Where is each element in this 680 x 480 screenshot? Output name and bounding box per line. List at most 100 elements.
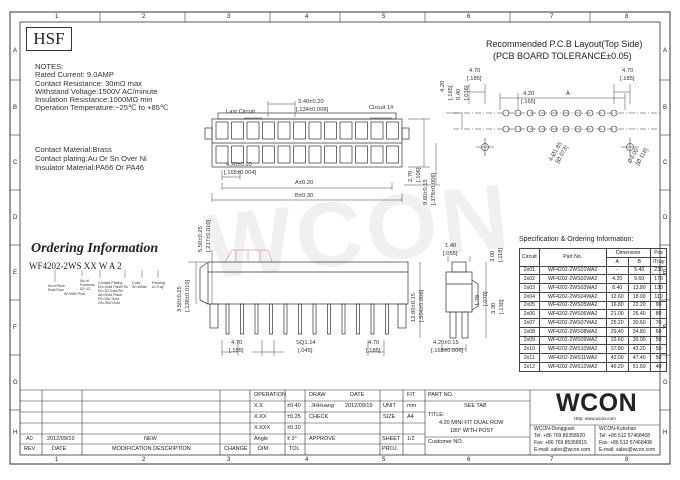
rev-date-header: DATE (52, 446, 67, 452)
pcb-hole (562, 125, 570, 133)
connector-cell (215, 121, 229, 140)
tb-tol-value: ±0.40 (287, 403, 301, 409)
connector-pin (327, 303, 331, 335)
connector-pin (283, 303, 288, 335)
spec-cell: 25.20 (605, 318, 629, 328)
connector-cell (339, 145, 353, 164)
connector-cell (277, 121, 291, 140)
spec-cell: 2x03 (519, 283, 540, 293)
side-dim: 12.80±0.15 (411, 293, 417, 322)
spec-cell: WF4202-2WS05WA2 (538, 300, 607, 311)
spec-header: Circuit (519, 248, 540, 267)
side-dim: [.138±0.010] (185, 279, 191, 312)
spec-cell: 26.40 (627, 309, 651, 319)
spec-cell: 2x10 (519, 344, 540, 354)
connector-pin (341, 303, 346, 335)
note-line: Operation Temperature:−25℃ to +85℃ (35, 103, 169, 113)
side-dim: 3.30 (491, 302, 497, 314)
border-row-label: A (663, 48, 668, 54)
pcb-hole (610, 125, 618, 133)
spec-cell: 2x08 (519, 326, 540, 337)
spec-cell: 46.20 (605, 361, 629, 372)
connector-pin (225, 303, 230, 335)
note-line: Contact Resistance: 30mΩ max (35, 78, 142, 88)
spec-cell: 50 (649, 353, 668, 363)
border-col-label: 4 (305, 14, 309, 20)
connector-cell (246, 145, 260, 164)
spec-cell: WF4202-2WS02WA2 (538, 274, 607, 284)
border-row-label: B (663, 105, 668, 111)
connector-cell (324, 145, 337, 164)
spec-cell: 34.80 (627, 326, 651, 337)
tb-dim: DIM (258, 446, 269, 452)
tb-tol-value: ±0.25 (287, 414, 301, 420)
spec-cell: WF4202-2WS08WA2 (538, 326, 607, 337)
side-dim: 4.20±0.15 (433, 340, 459, 346)
spec-cell: 5.40 (627, 265, 651, 276)
pcb-hole (550, 125, 558, 133)
tb-sheet: SHEET (382, 436, 401, 442)
tb-tol: TOL (289, 446, 300, 452)
ordering-title: Ordering Information (31, 241, 159, 256)
spec-subheader: /Tray (649, 256, 668, 267)
spec-cell: 2x07 (519, 318, 540, 328)
rev-date: 2012/09/19 (47, 436, 75, 442)
company-mail: E-mail: sales@wcon.com (534, 447, 591, 453)
company-logo: WCON (556, 389, 638, 417)
side-dim: [.070] (483, 291, 489, 306)
tb-part-value: SEE TAB (464, 403, 487, 409)
front-dim: [.378±0.006] (431, 172, 437, 205)
rev-mod-header: MODIFICATION DESCRIPTION (112, 446, 191, 452)
tb-title-label: TITLE: (428, 412, 445, 418)
connector-cell (370, 121, 384, 140)
border-row-label: E (13, 270, 18, 276)
border-row-label: A (13, 48, 18, 54)
rev-desc: NEW (144, 436, 157, 442)
border-row-label: G (663, 380, 668, 386)
border-col-label: 5 (382, 14, 386, 20)
tb-draw: DRAW (309, 392, 326, 398)
connector-cell (355, 121, 368, 140)
spec-cell: WF4202-2WS06WA2 (538, 309, 607, 319)
title-block-lines (20, 389, 660, 455)
spec-cell: 50 (649, 344, 668, 354)
front-dim: [.165±0.004] (224, 170, 257, 176)
side-dim: [.217±0.010] (206, 219, 212, 252)
side-dim: [.130] (499, 299, 505, 314)
connector-pin (240, 303, 244, 335)
tb-tol-label: Angle (254, 436, 269, 442)
note-line: Insulation Resistance:1000MΩ min (35, 95, 153, 105)
pcb-dim: 4.70 (622, 68, 634, 74)
border-col-label: 8 (625, 14, 629, 20)
spec-header: Dimension (605, 248, 651, 258)
spec-cell: 51.60 (627, 361, 651, 372)
rev-value: A0 (26, 436, 33, 442)
border-col-label: 2 (142, 14, 146, 20)
side-dim: 4.70 (231, 340, 243, 346)
side-dim: 3.00 (490, 250, 496, 262)
border-row-label: F (13, 325, 17, 331)
tb-title-2: 180° WITH POST (450, 428, 494, 434)
pcb-dim: [.016] (464, 85, 470, 100)
border-row-label: C (663, 160, 668, 166)
spec-cell: 29.40 (605, 326, 629, 337)
connector-pin (312, 303, 317, 335)
pcb-hole (586, 109, 594, 117)
border-col-label: 5 (382, 457, 386, 463)
connector-pin (370, 303, 375, 335)
spec-cell: 170 (649, 274, 668, 284)
side-dim: 4.70 (368, 340, 380, 346)
company-tel: Tel: +86 769 85358920 (534, 433, 586, 439)
front-dim: A±0.20 (295, 180, 314, 186)
note-line: Rated Current: 9.0AMP (35, 70, 114, 80)
ordering-legend: W=With Post (64, 292, 85, 296)
connector-cell (277, 145, 291, 164)
